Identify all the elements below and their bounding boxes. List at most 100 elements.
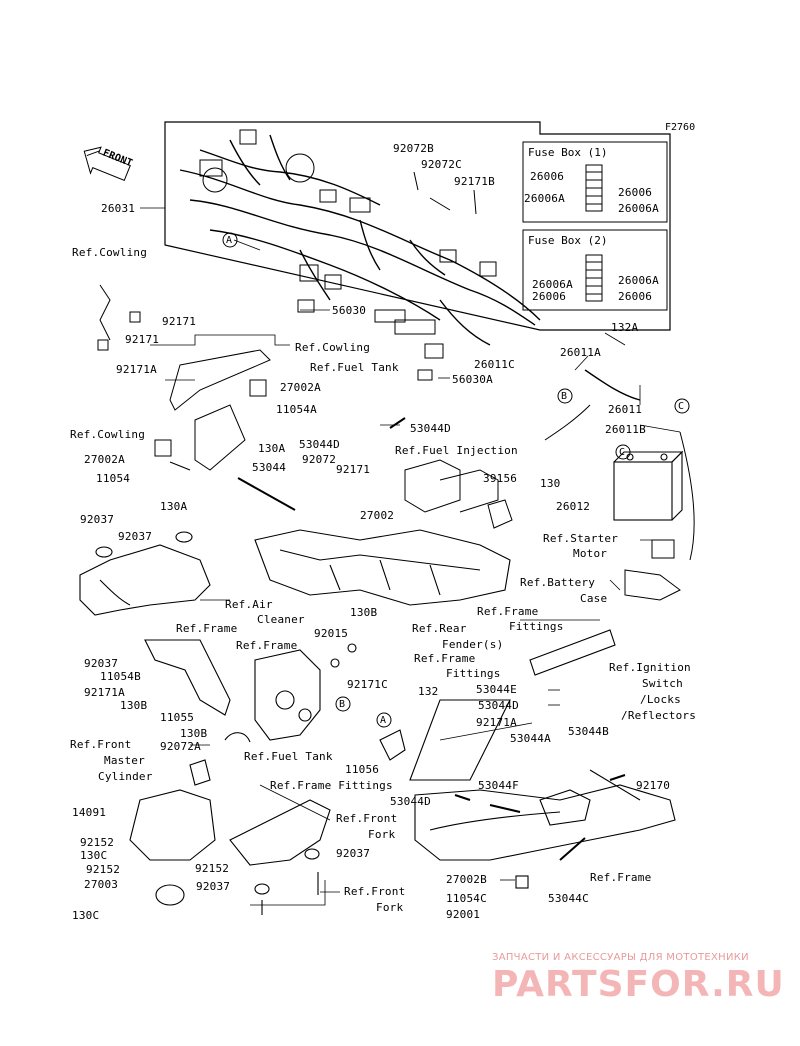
label-130A-2: 130A — [160, 500, 188, 513]
label-53044: 53044 — [252, 461, 287, 474]
label-ref-rear-fender-2: Fender(s) — [442, 638, 504, 651]
label-ref-battery-case-2: Case — [580, 592, 608, 605]
label-26011: 26011 — [608, 403, 643, 416]
label-92171A-2: 92171A — [84, 686, 125, 699]
label-ref-ignition-2: Switch — [642, 677, 683, 690]
label-39156: 39156 — [483, 472, 518, 485]
label-53044B: 53044B — [568, 725, 609, 738]
label-130B-1: 130B — [350, 606, 378, 619]
callout-b-1: B — [561, 391, 568, 402]
figure-id: F2760 — [665, 122, 696, 133]
callout-c-1: C — [678, 401, 685, 412]
label-92001: 92001 — [446, 908, 481, 921]
label-92152-3: 92152 — [195, 862, 230, 875]
label-92037-4: 92037 — [336, 847, 371, 860]
ecu-module — [404, 459, 513, 529]
label-11054: 11054 — [96, 472, 131, 485]
label-11054A: 11054A — [276, 403, 317, 416]
leader-lines — [140, 207, 681, 906]
label-ref-ignition-1: Ref.Ignition — [609, 661, 691, 674]
label-ref-front-fork-2a: Ref.Front — [344, 885, 406, 898]
label-ref-fuel-tank-1: Ref.Fuel Tank — [310, 361, 399, 374]
rear-fender-assembly — [254, 529, 511, 606]
label-92037-3: 92037 — [84, 657, 119, 670]
label-92037-5: 92037 — [196, 880, 231, 893]
label-53044E: 53044E — [476, 683, 517, 696]
fuse-box-1-right-1: 26006A — [618, 202, 659, 215]
callout-b-2: B — [339, 699, 346, 710]
label-92072A: 92072A — [160, 740, 201, 753]
label-ref-front-master-1: Ref.Front — [70, 738, 132, 751]
label-ref-frame-1: Ref.Frame — [176, 622, 238, 635]
label-53044F: 53044F — [478, 779, 519, 792]
label-ref-battery-case-1: Ref.Battery — [520, 576, 596, 589]
label-92072B: 92072B — [393, 142, 434, 155]
front-arrow — [83, 146, 131, 182]
fuse-box-1-frame — [522, 141, 668, 223]
label-130C-2: 130C — [72, 909, 100, 922]
label-27002B: 27002B — [446, 873, 487, 886]
watermark-tagline: ЗАПЧАСТИ И АКСЕССУАРЫ ДЛЯ МОТОТЕХНИКИ — [492, 952, 749, 963]
label-132: 132 — [418, 685, 439, 698]
label-92171-c: 92171 — [336, 463, 371, 476]
fuse-box-1-right-0: 26006 — [618, 186, 653, 199]
label-ref-front-fork-1b: Fork — [368, 828, 396, 841]
callout-a-1: A — [226, 235, 233, 246]
label-130B-2: 130B — [120, 699, 148, 712]
fork-cover-parts — [129, 759, 331, 915]
label-132A: 132A — [611, 321, 639, 334]
label-27003: 27003 — [84, 878, 119, 891]
cable-26011B — [679, 431, 695, 561]
label-ref-air-cleaner-2: Cleaner — [257, 613, 305, 626]
label-ref-cowling-2: Ref.Cowling — [295, 341, 371, 354]
label-ref-cowling-1: Ref.Cowling — [72, 246, 148, 259]
label-11054B: 11054B — [100, 670, 141, 683]
battery — [613, 450, 684, 521]
label-ref-front-master-3: Cylinder — [98, 770, 153, 783]
label-ref-ignition-4: /Reflectors — [621, 709, 697, 722]
label-ref-starter-motor-1: Ref.Starter — [543, 532, 619, 545]
label-ref-frame-3: Ref.Frame — [590, 871, 652, 884]
small-fasteners-top — [413, 171, 477, 215]
cable-26011A — [544, 404, 591, 441]
strap-53044 — [237, 477, 296, 511]
label-53044D-4: 53044D — [390, 795, 431, 808]
label-92037-1: 92037 — [80, 513, 115, 526]
label-26011B: 26011B — [605, 423, 646, 436]
label-ref-frame-fittings-3: Ref.Frame Fittings — [270, 779, 393, 792]
harness-connectors — [199, 129, 497, 381]
fuse-box-2-right-0: 26006A — [618, 274, 659, 287]
label-26011C: 26011C — [474, 358, 515, 371]
label-56030A: 56030A — [452, 373, 493, 386]
label-ref-frame-fittings-2b: Fittings — [446, 667, 501, 680]
label-53044D-1: 53044D — [410, 422, 451, 435]
label-ref-front-fork-2b: Fork — [376, 901, 404, 914]
label-ref-frame-fittings-1a: Ref.Frame — [477, 605, 539, 618]
label-ref-front-master-2: Master — [104, 754, 145, 767]
fuse-box-2-frame — [522, 229, 668, 311]
label-92015: 92015 — [314, 627, 349, 640]
label-27002A-2: 27002A — [84, 453, 125, 466]
callout-c-2: C — [619, 447, 626, 458]
starter-motor-relay — [624, 539, 681, 601]
callout-a-2: A — [380, 715, 387, 726]
label-ref-fuel-tank-2: Ref.Fuel Tank — [244, 750, 333, 763]
fuse-box-2-left-0: 26006A — [532, 278, 573, 291]
label-11054C: 11054C — [446, 892, 487, 905]
fuse-box-1-title: Fuse Box (1) — [528, 146, 608, 159]
label-ref-air-cleaner-1: Ref.Air — [225, 598, 273, 611]
callout-circles — [222, 232, 690, 728]
label-ref-starter-motor-2: Motor — [573, 547, 608, 560]
label-ref-rear-fender-1: Ref.Rear — [412, 622, 467, 635]
label-92171A: 92171A — [116, 363, 157, 376]
label-130B-3: 130B — [180, 727, 208, 740]
label-53044C: 53044C — [548, 892, 589, 905]
label-92072C: 92072C — [421, 158, 462, 171]
label-92170: 92170 — [636, 779, 671, 792]
fuse-box-2-body — [585, 254, 603, 302]
fuse-box-1-left-0: 26006 — [530, 170, 565, 183]
cowling-bracket-parts — [97, 284, 271, 471]
label-56030: 56030 — [332, 304, 367, 317]
